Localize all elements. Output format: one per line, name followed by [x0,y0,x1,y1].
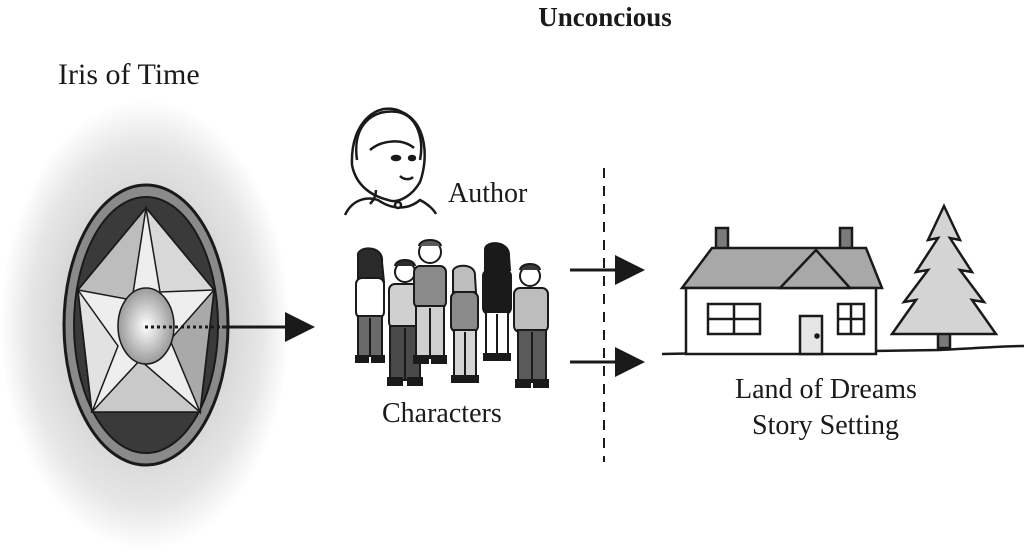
character-figure [413,239,447,364]
diagram-title: Unconcious [538,2,672,32]
author-label: Author [448,178,528,209]
author-portrait [343,107,438,216]
characters-label: Characters [382,398,502,429]
character-figure [513,263,549,388]
house [679,226,884,356]
story-setting-label: Story Setting [752,410,900,441]
iris-of-time-label: Iris of Time [58,58,200,91]
character-figure [355,247,386,363]
land-of-dreams-label: Land of Dreams [735,374,917,405]
character-figure [482,242,512,361]
iris-of-time-lens [62,183,230,467]
characters-group [355,239,549,388]
character-figure [450,264,479,383]
pine-tree [889,203,999,350]
